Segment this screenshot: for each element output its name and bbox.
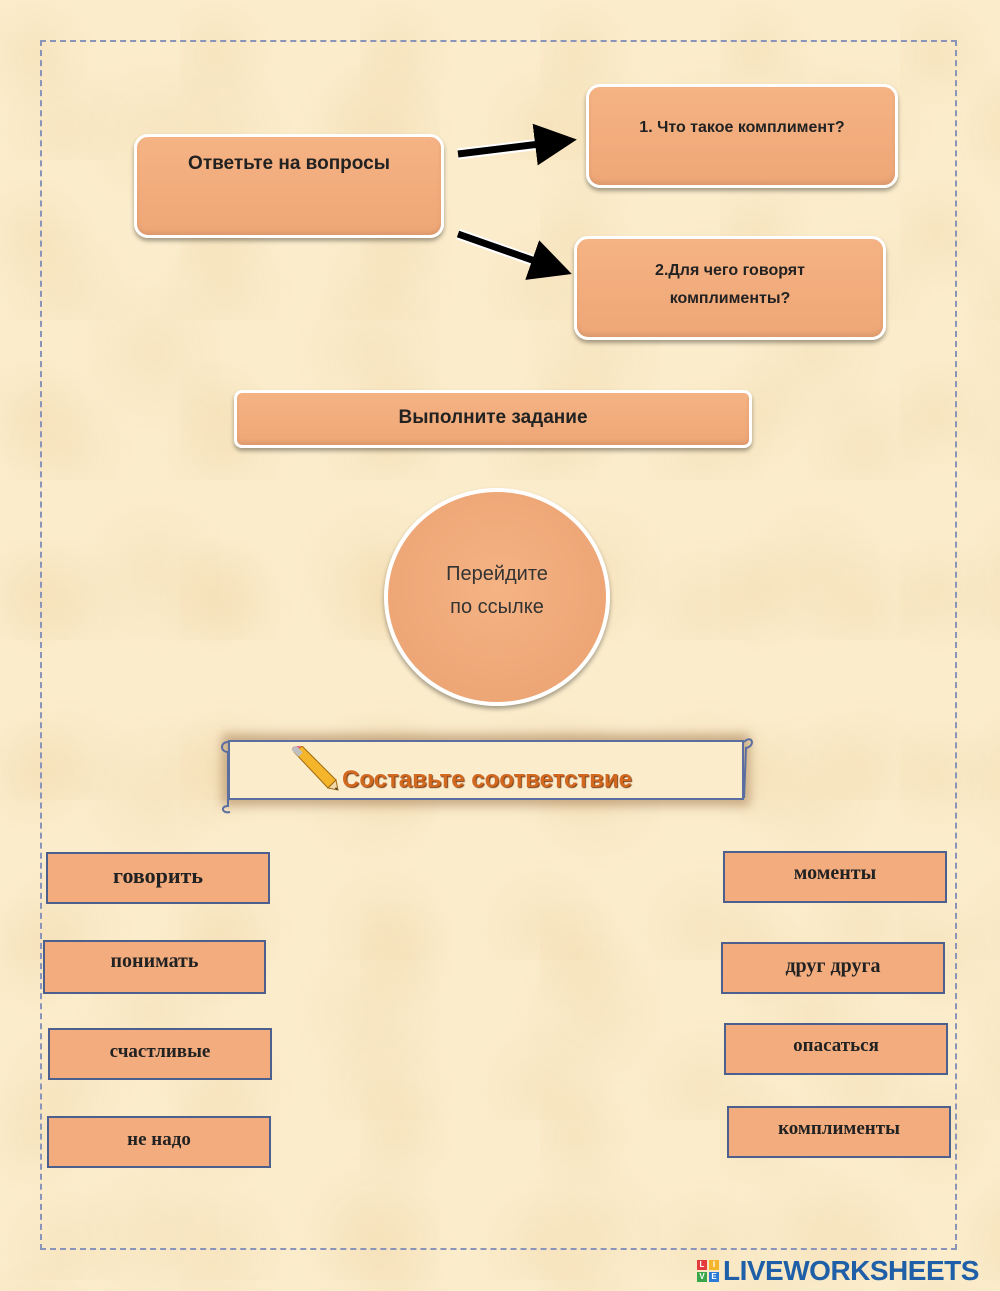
task-box: Выполните задание (234, 390, 752, 448)
follow-link-button[interactable]: Перейдите по ссылке (384, 488, 610, 706)
answer-questions-label: Ответьте на вопросы (188, 153, 390, 174)
question-1-box: 1. Что такое комплимент? (586, 84, 898, 188)
question-1-label: 1. Что такое комплимент? (639, 119, 845, 136)
answer-questions-box: Ответьте на вопросы (134, 134, 444, 238)
word-right-1[interactable]: моменты (723, 851, 947, 903)
word-left-1[interactable]: говорить (46, 852, 270, 904)
matching-title: Составьте соответствие (342, 766, 632, 793)
scroll-banner (228, 740, 744, 800)
word-right-2[interactable]: друг друга (721, 942, 945, 994)
task-label: Выполните задание (398, 407, 588, 428)
scroll-curls (221, 738, 753, 814)
pencil-icon (291, 746, 339, 791)
word-left-4[interactable]: не надо (47, 1116, 271, 1168)
word-right-4[interactable]: комплименты (727, 1106, 951, 1158)
liveworksheets-logo: L I V E LIVEWORKSHEETS (697, 1255, 979, 1287)
word-right-3[interactable]: опасаться (724, 1023, 948, 1075)
follow-link-line2: по ссылке (450, 596, 544, 618)
page-border (40, 40, 957, 1250)
logo-mark-icon: L I V E (697, 1260, 719, 1282)
follow-link-line1: Перейдите (446, 563, 548, 585)
question-2-line2: комплименты? (669, 290, 791, 307)
matching-title-scroll: Составьте соответствие (216, 724, 756, 814)
word-left-3[interactable]: счастливые (48, 1028, 272, 1080)
logo-text: LIVEWORKSHEETS (723, 1255, 979, 1286)
word-left-2[interactable]: понимать (43, 940, 266, 994)
question-2-box: 2.Для чего говорят комплименты? (574, 236, 886, 340)
question-2-line1: 2.Для чего говорят (655, 262, 805, 279)
